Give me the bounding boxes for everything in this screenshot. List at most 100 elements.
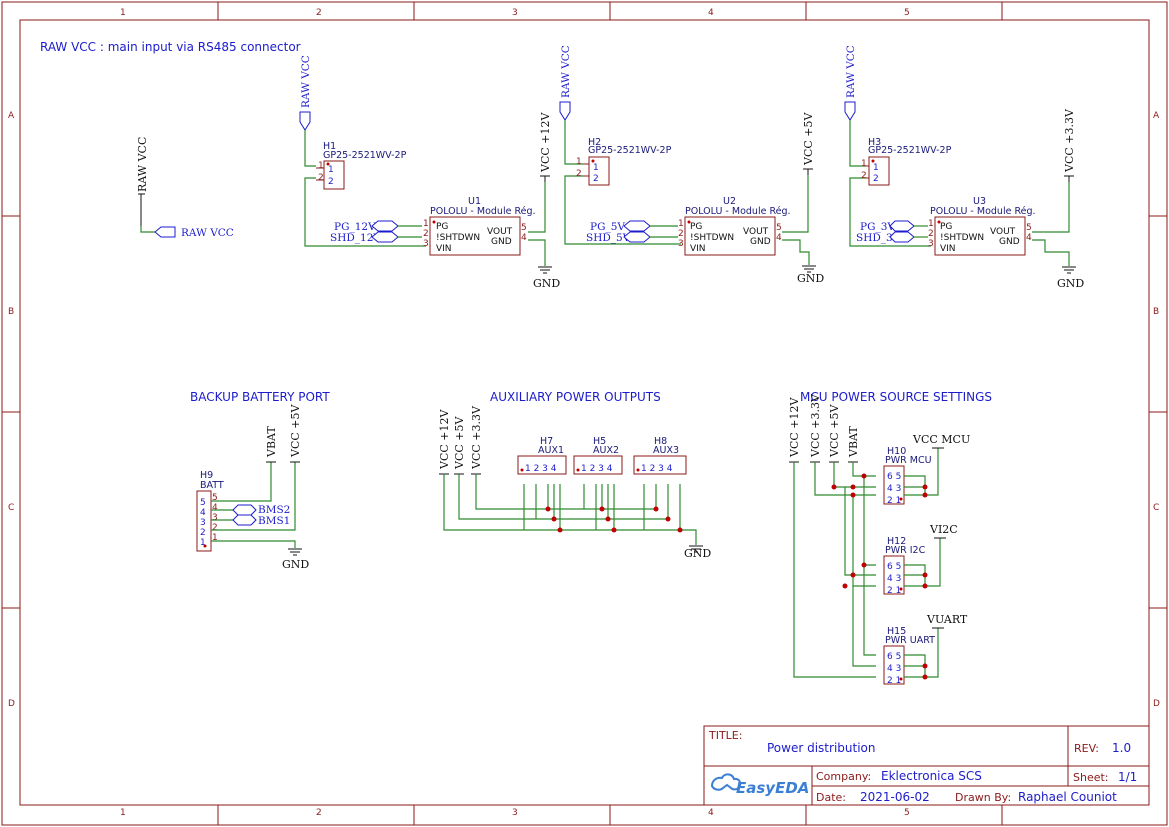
pin-num: 6 5: [887, 472, 901, 482]
net-label: GND: [533, 277, 560, 290]
raw-vcc-netflag: RAW VCC RAW VCC: [136, 137, 234, 239]
part-ref: H8: [654, 436, 667, 447]
pin-num: 3: [200, 518, 206, 528]
pin-num: 6 5: [887, 652, 901, 662]
date-value: 2021-06-02: [860, 790, 930, 804]
gnd-symbol: GND: [1057, 266, 1084, 290]
row-label-left: C: [8, 503, 14, 513]
connector-h1: [323, 160, 345, 190]
part-value: GP25-2521WV-2P: [323, 150, 407, 161]
pin-num: 1 2 3 4: [641, 464, 673, 474]
pin-name: GND: [999, 237, 1020, 247]
regulator-u1: [429, 216, 521, 256]
part-value: POLOLU - Module Rég.: [930, 206, 1036, 217]
pin-num: 4 3: [887, 484, 901, 494]
net-port-label: RAW VCC: [181, 227, 234, 239]
net-label: VCC +5V: [828, 404, 841, 458]
pin-num: 2: [423, 229, 429, 239]
col-label-top: 3: [512, 8, 518, 18]
connector-h2: [588, 156, 610, 186]
pin-name: !SHTDWN: [690, 233, 734, 243]
col-label-bottom: 2: [316, 808, 322, 818]
connector-h9: [196, 490, 212, 552]
row-label-right: D: [1153, 699, 1160, 709]
sheet-title: Power distribution: [767, 741, 875, 755]
regulator-12v-block: RAW VCC H1 GP25-2521WV-2P 1 2 1 2 PG_12V…: [299, 55, 560, 290]
grid-rows: A B C D A B C D: [2, 111, 1167, 709]
connector-h7: [517, 455, 567, 475]
pin-num: 4 3: [887, 664, 901, 674]
net-label: VCC +12V: [438, 409, 451, 470]
net-label: VCC +3.3V: [470, 405, 483, 470]
note-mcu-settings: MCU POWER SOURCE SETTINGS: [800, 390, 992, 404]
net-port-label: SHD_5V: [586, 232, 631, 244]
part-value: POLOLU - Module Rég.: [430, 206, 536, 217]
title-block: TITLE: Power distribution REV: 1.0 Compa…: [703, 725, 1150, 806]
rev-value: 1.0: [1112, 741, 1131, 755]
drawn-label: Drawn By:: [955, 791, 1011, 804]
part-value: PWR UART: [885, 635, 935, 646]
net-port-label: PG_3V: [860, 221, 895, 233]
pin-name: VIN: [690, 244, 706, 254]
pin-num: 4: [776, 233, 782, 243]
part-ref: U1: [468, 196, 481, 207]
pin-num: 2 1: [887, 676, 901, 686]
pin-name: PG: [940, 222, 952, 232]
net-label: VBAT: [265, 426, 278, 458]
gnd-symbol: GND: [684, 545, 711, 560]
part-ref: H2: [588, 137, 601, 148]
pin-num: 1: [318, 161, 324, 171]
net-label: VCC +5V: [453, 416, 466, 470]
pin-num: 2: [873, 174, 879, 184]
pin-num: 4 3: [887, 574, 901, 584]
part-ref: H1: [323, 141, 336, 152]
company-label: Company:: [816, 770, 871, 783]
note-aux-outputs: AUXILIARY POWER OUTPUTS: [490, 390, 661, 404]
col-label-top: 4: [708, 8, 714, 18]
net-label: VCC +3.3V: [1063, 108, 1076, 173]
pin-num: 4: [200, 508, 206, 518]
pin-name: VOUT: [487, 227, 513, 237]
pin-name: GND: [491, 237, 512, 247]
pin-name: !SHTDWN: [436, 233, 480, 243]
row-label-left: B: [8, 307, 14, 317]
pin-num: 2 1: [887, 586, 901, 596]
net-port-label: PG_5V: [590, 221, 625, 233]
net-label: VBAT: [847, 426, 860, 458]
date-label: Date:: [816, 791, 846, 804]
gnd-symbol: GND: [797, 265, 824, 285]
col-label-top: 1: [120, 8, 126, 18]
net-port-label: SHD_12V: [330, 232, 381, 244]
net-label: VUART: [926, 613, 968, 626]
pin-name: VIN: [940, 244, 956, 254]
pin-num: 1: [576, 157, 582, 167]
pin-num: 2 1: [887, 496, 901, 506]
row-label-right: A: [1153, 111, 1160, 121]
logo-text: EasyEDA: [736, 779, 809, 797]
pin-num: 1 2 3 4: [525, 464, 557, 474]
pin-num: 5: [1026, 223, 1032, 233]
net-label: VCC +5V: [289, 404, 302, 458]
pin-num: 5: [776, 223, 782, 233]
pin-name: VIN: [436, 244, 452, 254]
row-label-left: D: [8, 699, 15, 709]
part-value: GP25-2521WV-2P: [588, 145, 672, 156]
net-label: VI2C: [929, 523, 958, 536]
connector-h3: [868, 156, 890, 186]
pin-num: 3: [678, 239, 684, 249]
net-label: GND: [1057, 277, 1084, 290]
pin-num: 3: [212, 513, 218, 523]
note-raw-vcc: RAW VCC : main input via RS485 connector: [40, 40, 301, 54]
col-label-top: 2: [316, 8, 322, 18]
pin-num: 5: [521, 223, 527, 233]
gnd-symbol: GND: [533, 266, 560, 290]
pin-num: 5: [200, 498, 206, 508]
net-label: GND: [684, 547, 711, 560]
pin-num: 1: [861, 159, 867, 169]
pin-num: 4: [1026, 233, 1032, 243]
pin-num: 2: [593, 174, 599, 184]
part-value: AUX1: [538, 445, 564, 456]
pin-name: GND: [750, 237, 771, 247]
connector-h8: [633, 455, 687, 475]
